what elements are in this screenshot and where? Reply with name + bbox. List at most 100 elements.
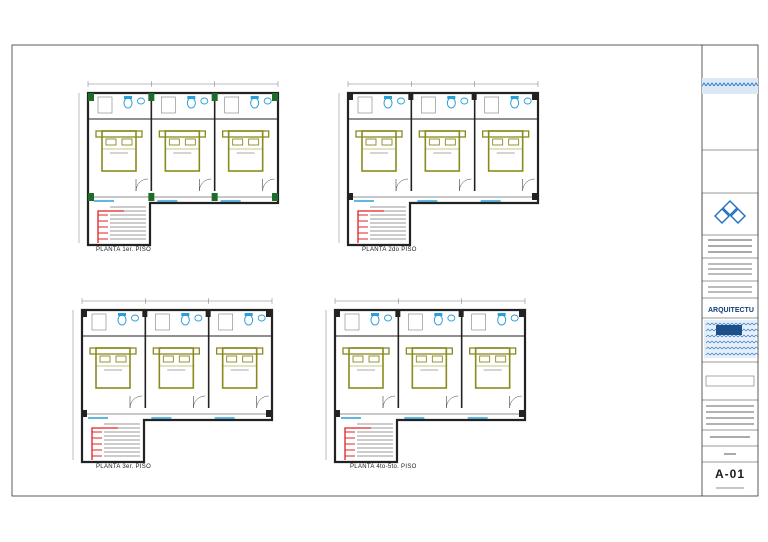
pattern-mark [717, 352, 723, 356]
exterior-wall [333, 308, 527, 464]
stair-arrow-icon [97, 210, 124, 243]
column [395, 310, 401, 317]
logo-diamond-icon [714, 208, 730, 224]
door-swing-icon [522, 178, 535, 192]
pattern-mark [753, 328, 759, 332]
door-swing-icon [199, 178, 212, 192]
pattern-mark [749, 346, 755, 350]
pillow-icon [365, 138, 377, 146]
headboard-icon [405, 347, 453, 355]
pattern-mark [741, 328, 747, 332]
pillow-icon [368, 355, 380, 363]
column [471, 93, 477, 100]
pillow-icon [508, 138, 520, 146]
sink-icon [194, 314, 203, 322]
shower-icon [471, 313, 486, 331]
pattern-mark [745, 352, 751, 356]
shower-icon [97, 96, 113, 114]
column [88, 193, 94, 201]
stripe-pattern [741, 82, 747, 87]
discipline-label: ARQUITECTURA [708, 307, 754, 314]
toilet-tank-icon [250, 96, 259, 99]
pillow-icon [226, 355, 238, 363]
pattern-mark [741, 346, 747, 350]
column [272, 193, 278, 201]
pattern-mark [705, 340, 711, 344]
stripe-pattern [709, 82, 715, 87]
sink-icon [263, 97, 272, 105]
pattern-mark [725, 346, 731, 350]
column [532, 193, 537, 200]
pillow-icon [444, 138, 456, 146]
pattern-mark [749, 322, 755, 326]
sink-icon [200, 97, 209, 105]
stripe-pattern [721, 82, 727, 87]
pattern-mark [733, 340, 739, 344]
column [408, 93, 414, 100]
door-swing-icon [446, 395, 459, 409]
toilet-icon [250, 97, 260, 109]
toilet-icon [186, 97, 196, 109]
toilet-icon [433, 314, 443, 326]
door-swing-icon [509, 395, 522, 409]
pattern-mark [713, 340, 719, 344]
pattern-mark [737, 322, 743, 326]
pattern-mark [741, 322, 747, 326]
toilet-icon [117, 314, 127, 326]
pattern-mark [745, 340, 751, 344]
stripe-pattern [701, 82, 707, 87]
pillow-icon [168, 138, 180, 146]
column [88, 93, 94, 101]
pattern-mark [745, 328, 751, 332]
floor-plans [72, 81, 540, 464]
pattern-mark [753, 322, 759, 326]
floor-plan-4 [325, 298, 527, 464]
pattern-mark [733, 322, 739, 326]
pattern-mark [721, 352, 727, 356]
pillow-icon [381, 138, 393, 146]
toilet-icon [123, 97, 133, 109]
door-swing-icon [262, 178, 275, 192]
sink-icon [137, 97, 145, 105]
pattern-mark [709, 328, 715, 332]
toilet-tank-icon [447, 96, 456, 99]
column [211, 193, 218, 201]
headboard-icon [342, 347, 390, 355]
pattern-mark [705, 334, 711, 338]
column [272, 93, 278, 101]
sink-icon [523, 97, 532, 105]
headboard-icon [469, 347, 517, 355]
pattern-mark [749, 334, 755, 338]
pattern-mark [753, 346, 759, 350]
column [148, 93, 155, 101]
door-swing-icon [135, 178, 149, 192]
sink-icon [510, 314, 519, 322]
shower-icon [91, 313, 107, 331]
pillow-icon [162, 355, 174, 363]
sink-icon [397, 97, 405, 105]
pattern-mark [725, 352, 731, 356]
stripe-pattern [717, 82, 723, 87]
pattern-mark [709, 340, 715, 344]
stripe-pattern [725, 82, 731, 87]
pattern-mark [749, 352, 755, 356]
door-swing-icon [395, 178, 409, 192]
plan-label-4: PLANTA 4to-5to. PISO [350, 464, 417, 470]
stripe-pattern [733, 82, 739, 87]
column [82, 410, 87, 417]
shower-icon [161, 96, 176, 114]
pattern-mark [729, 352, 735, 356]
column [335, 410, 340, 417]
stripe-pattern [705, 82, 711, 87]
door-swing-icon [382, 395, 396, 409]
pattern-mark [721, 322, 727, 326]
pattern-mark [741, 334, 747, 338]
sink-icon [131, 314, 139, 322]
pillow-icon [178, 355, 190, 363]
toilet-tank-icon [244, 313, 253, 316]
pillow-icon [115, 355, 127, 363]
pattern-mark [753, 340, 759, 344]
pattern-mark [745, 322, 751, 326]
stair-arrow-icon [357, 210, 384, 243]
